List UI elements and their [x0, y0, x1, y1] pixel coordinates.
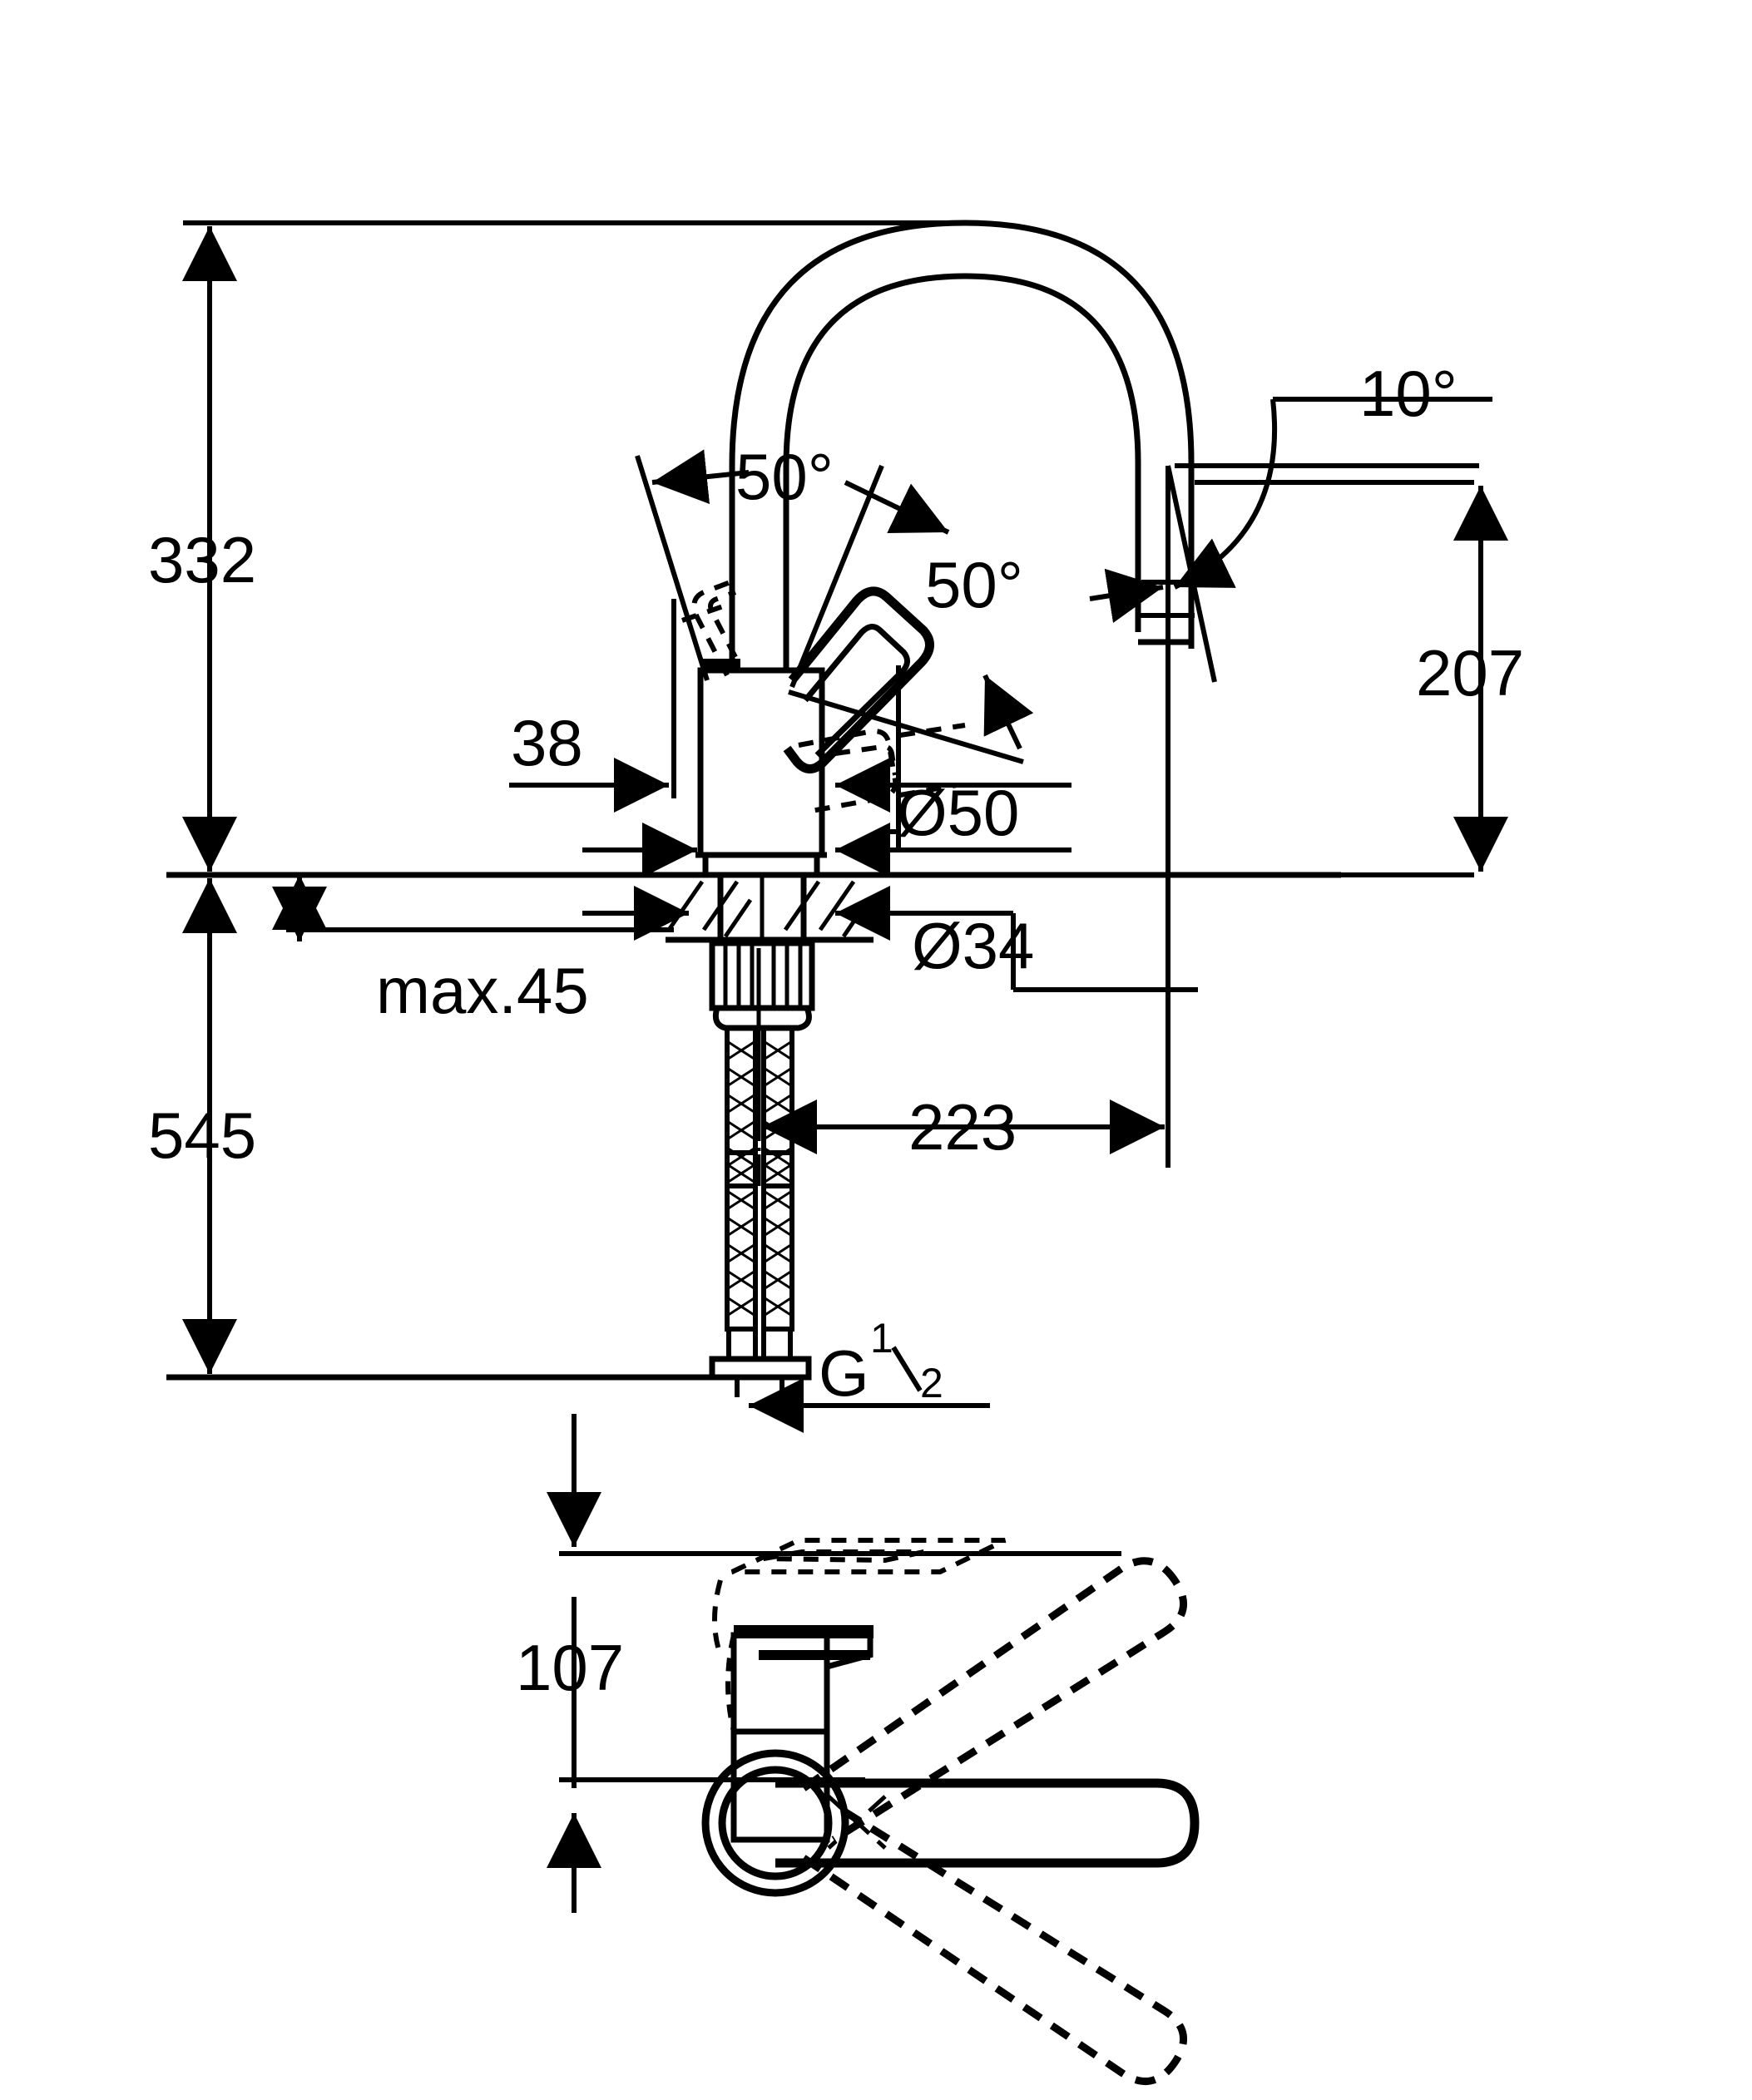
thread-size-numerator: 1: [870, 1315, 893, 1361]
outlet-angle-label: 10°: [1359, 357, 1458, 430]
lever-angle-left-annotation: [635, 449, 950, 689]
lever-handle-solid: [783, 586, 934, 773]
lever-angle-left-label: 50°: [735, 440, 834, 513]
overall-height-label: 332: [148, 523, 256, 596]
lever-position-up: [801, 1557, 1188, 1843]
plan-ghost-cap: [712, 1538, 1007, 1656]
lever-angle-right-annotation: [788, 674, 1034, 764]
body-offset-label: 38: [511, 706, 583, 779]
lever-handle-ghost-right: [798, 723, 966, 814]
body-offset-dim: [509, 599, 676, 813]
below-counter-length-label: 545: [148, 1099, 256, 1172]
lever-clearance-label: 107: [516, 1631, 624, 1704]
body-diameter-dim: [582, 665, 1071, 877]
fraction-slash: [891, 1346, 923, 1392]
lever-position-down: [801, 1801, 1188, 2086]
outlet-height-label: 207: [1416, 636, 1524, 709]
plan-centre-mark: [827, 1795, 887, 1850]
outlet-angle-annotation: [1089, 397, 1492, 1168]
body-diameter-label: Ø50: [897, 776, 1019, 849]
thread-size-denominator: 2: [920, 1360, 943, 1406]
spout-reach-label: 223: [908, 1090, 1017, 1164]
plan-view-lever-swivel: [701, 1538, 1200, 2086]
lever-position-centre: [775, 1778, 1200, 1868]
outlet-height-dim: [842, 480, 1508, 877]
lever-clearance-dim: [547, 1414, 1121, 1913]
max-counter-thickness-label: max.45: [376, 954, 589, 1027]
max-counter-thickness-dim: [272, 875, 674, 941]
shank-diameter-label: Ø34: [912, 909, 1034, 982]
lever-angle-right-label: 50°: [925, 548, 1023, 621]
thread-size-label-g: G: [819, 1337, 869, 1410]
vertical-dimension-chain: [182, 220, 982, 1374]
plan-pivot: [701, 1749, 849, 1897]
